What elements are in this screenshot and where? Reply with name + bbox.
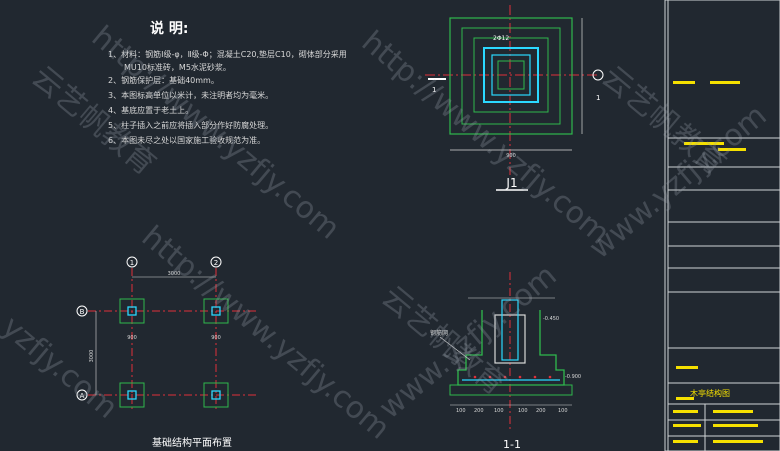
title-block-text-bars [673,81,763,443]
plan-title: 基础结构平面布置 [152,436,232,449]
j1-rebar-label: 2Φ12 [493,35,509,42]
elevation-bottom: -0.900 [565,374,581,380]
section-dim: 200 [474,408,484,414]
note-item: 1、材料：钢筋Ⅰ级-φ，Ⅱ级-Φ；混凝土C20,垫层C10，砌体部分采用 [108,49,347,59]
footing-pad [119,298,145,324]
pad-dim: 900 [211,335,221,341]
watermark-text: yzfjy.com [0,309,124,425]
section-mark-left: 1 [432,86,436,94]
plan-dim-x: 3000 [168,271,181,277]
j1-title: J1 [505,176,517,190]
j1-detail: 2Φ12 1 1 900 J1 [425,5,604,191]
elevation-top: -0.450 [543,316,559,322]
footing-pad [203,382,229,408]
note-item: 5、柱子插入之前应将插入部分作好防腐处理。 [108,120,273,130]
axis-label-a: A [80,392,85,400]
axis-label-1: 1 [130,259,134,267]
section-1-1: -0.450 -0.900 钢筋网 100 200 100 100 200 10… [430,272,581,451]
j1-dim: 900 [506,153,516,159]
section-dim: 200 [536,408,546,414]
note-item: 2、钢筋保护层：基础40mm。 [108,75,219,85]
watermark-text: http://www.yzfjy.com [355,24,616,251]
rebar-callout: 钢筋网 [430,329,448,337]
note-item: 6、本图未尽之处以国家施工验收规范为准。 [108,135,265,145]
rebar-dots [473,375,552,379]
notes-block: 说 明: 1、材料：钢筋Ⅰ级-φ，Ⅱ级-Φ；混凝土C20,垫层C10，砌体部分采… [108,20,347,145]
note-item: 3、本图标高单位以米计，未注明者均为毫米。 [108,90,273,100]
section-dim: 100 [558,408,568,414]
note-item: MU10标准砖，M5水泥砂浆。 [124,62,231,72]
foundation-plan: 1 2 B A 3000 3000 900 900 基础结构平面布置 [76,256,258,449]
section-dim: 100 [456,408,466,414]
pad-dim: 900 [127,335,137,341]
title-block: 木亭结构图 [664,0,780,451]
section-title: 1-1 [503,438,521,451]
notes-title: 说 明: [150,20,188,37]
axis-label-b: B [80,308,85,316]
note-item: 4、基底应置于老土上。 [108,105,193,115]
plan-dim-y: 3000 [89,350,95,363]
drawing-name: 木亭结构图 [690,388,730,398]
section-mark-right: 1 [596,94,600,102]
section-dim: 100 [518,408,528,414]
axis-label-2: 2 [214,259,218,267]
watermark-text: http://www.yzfjy.com [135,219,396,446]
section-dim: 100 [494,408,504,414]
footing-pad [203,298,229,324]
footing-pad [119,382,145,408]
